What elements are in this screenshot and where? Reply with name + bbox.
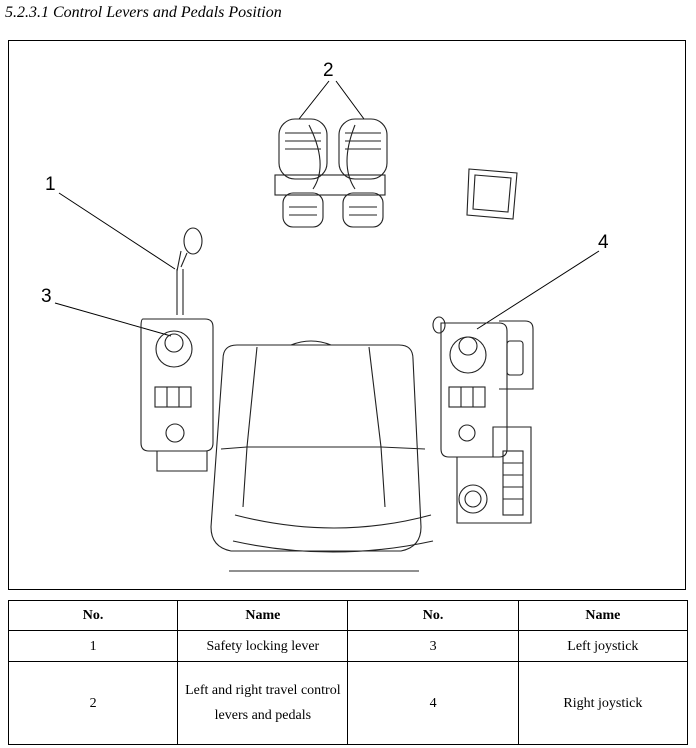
callout-3: 3: [41, 286, 52, 307]
cell-no: 4: [347, 661, 519, 745]
header-name-left: Name: [177, 600, 349, 631]
legend-header-row: No. Name No. Name: [7, 600, 689, 631]
section-title: 5.2.3.1 Control Levers and Pedals Positi…: [5, 4, 282, 21]
header-no-right: No.: [347, 600, 519, 631]
right-console: [432, 316, 534, 524]
header-name-right: Name: [517, 600, 689, 631]
header-no-left: No.: [7, 600, 179, 631]
cell-no: 2: [7, 661, 179, 745]
table-row: 2 Left and right travel control levers a…: [7, 661, 689, 745]
monitor: [466, 168, 518, 220]
operator-seat: [210, 340, 434, 572]
cell-name: Right joystick: [517, 661, 689, 745]
legend-table: No. Name No. Name 1 Safety locking lever…: [7, 600, 689, 745]
cell-name: Left joystick: [517, 630, 689, 662]
control-layout-figure: 1 2 3 4: [8, 40, 686, 590]
left-console: [140, 318, 214, 472]
callout-1: 1: [45, 174, 56, 195]
cell-name: Left and right travel control levers and…: [177, 661, 349, 745]
table-row: 1 Safety locking lever 3 Left joystick: [7, 630, 689, 662]
travel-pedals: [274, 118, 388, 228]
cab-diagram: 1 2 3 4: [41, 60, 609, 572]
cell-name: Safety locking lever: [177, 630, 349, 662]
safety-locking-lever: [176, 227, 203, 315]
cell-no: 1: [7, 630, 179, 662]
cell-no: 3: [347, 630, 519, 662]
leader-lines: [54, 80, 600, 337]
callout-4: 4: [598, 232, 609, 253]
callout-2: 2: [323, 60, 334, 81]
